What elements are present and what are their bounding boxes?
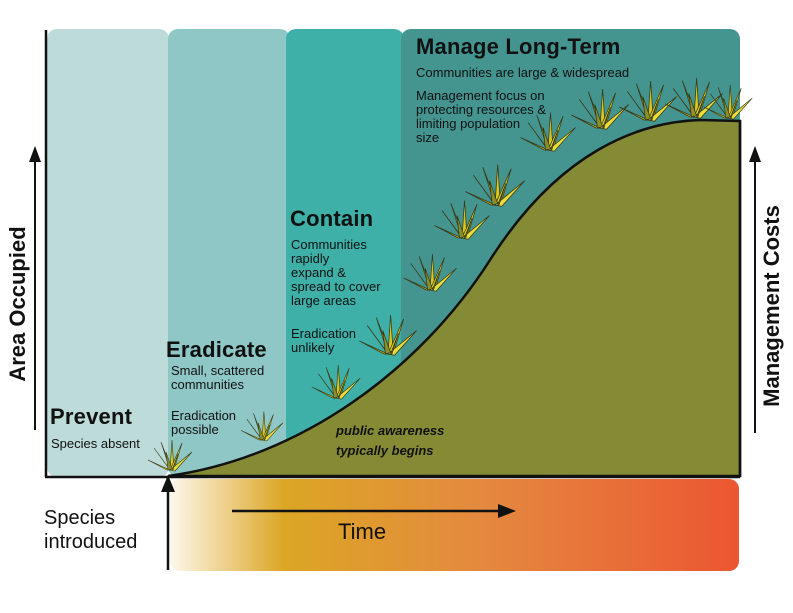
- species-introduced-label: Species introduced: [44, 507, 138, 553]
- eradicate-phase-title: Eradicate: [166, 337, 267, 362]
- time-gradient-bar: [170, 479, 739, 571]
- prevent-phase-desc: Species absent: [51, 436, 140, 451]
- up-arrow-icon: [161, 475, 175, 570]
- manage-phase-desc: Communities are large & widespread: [416, 65, 630, 80]
- left-axis-label: Area Occupied: [5, 226, 30, 382]
- contain-phase-title: Contain: [290, 206, 374, 231]
- manage-phase-note: Management focus on protecting resources…: [416, 88, 547, 145]
- contain-phase-bg: [286, 29, 404, 477]
- up-arrow-icon: [29, 146, 41, 430]
- contain-phase-desc: Communities rapidly expand & spread to c…: [291, 237, 381, 308]
- right-axis-label: Management Costs: [759, 205, 784, 407]
- manage-phase-title: Manage Long-Term: [416, 34, 621, 59]
- eradicate-phase-note: Eradication possible: [171, 408, 237, 437]
- eradicate-phase-bg: [168, 29, 290, 477]
- public-awareness-annotation: public awareness typically begins: [336, 423, 445, 458]
- eradicate-phase-desc: Small, scattered communities: [171, 363, 265, 392]
- prevent-phase-title: Prevent: [50, 404, 133, 429]
- up-arrow-icon: [749, 146, 761, 433]
- time-axis-label: Time: [338, 519, 387, 544]
- invasion-curve: [167, 118, 742, 478]
- contain-phase-note: Eradication unlikely: [291, 326, 357, 355]
- prevent-phase-bg: [47, 29, 169, 477]
- right-arrow-icon: [232, 504, 516, 518]
